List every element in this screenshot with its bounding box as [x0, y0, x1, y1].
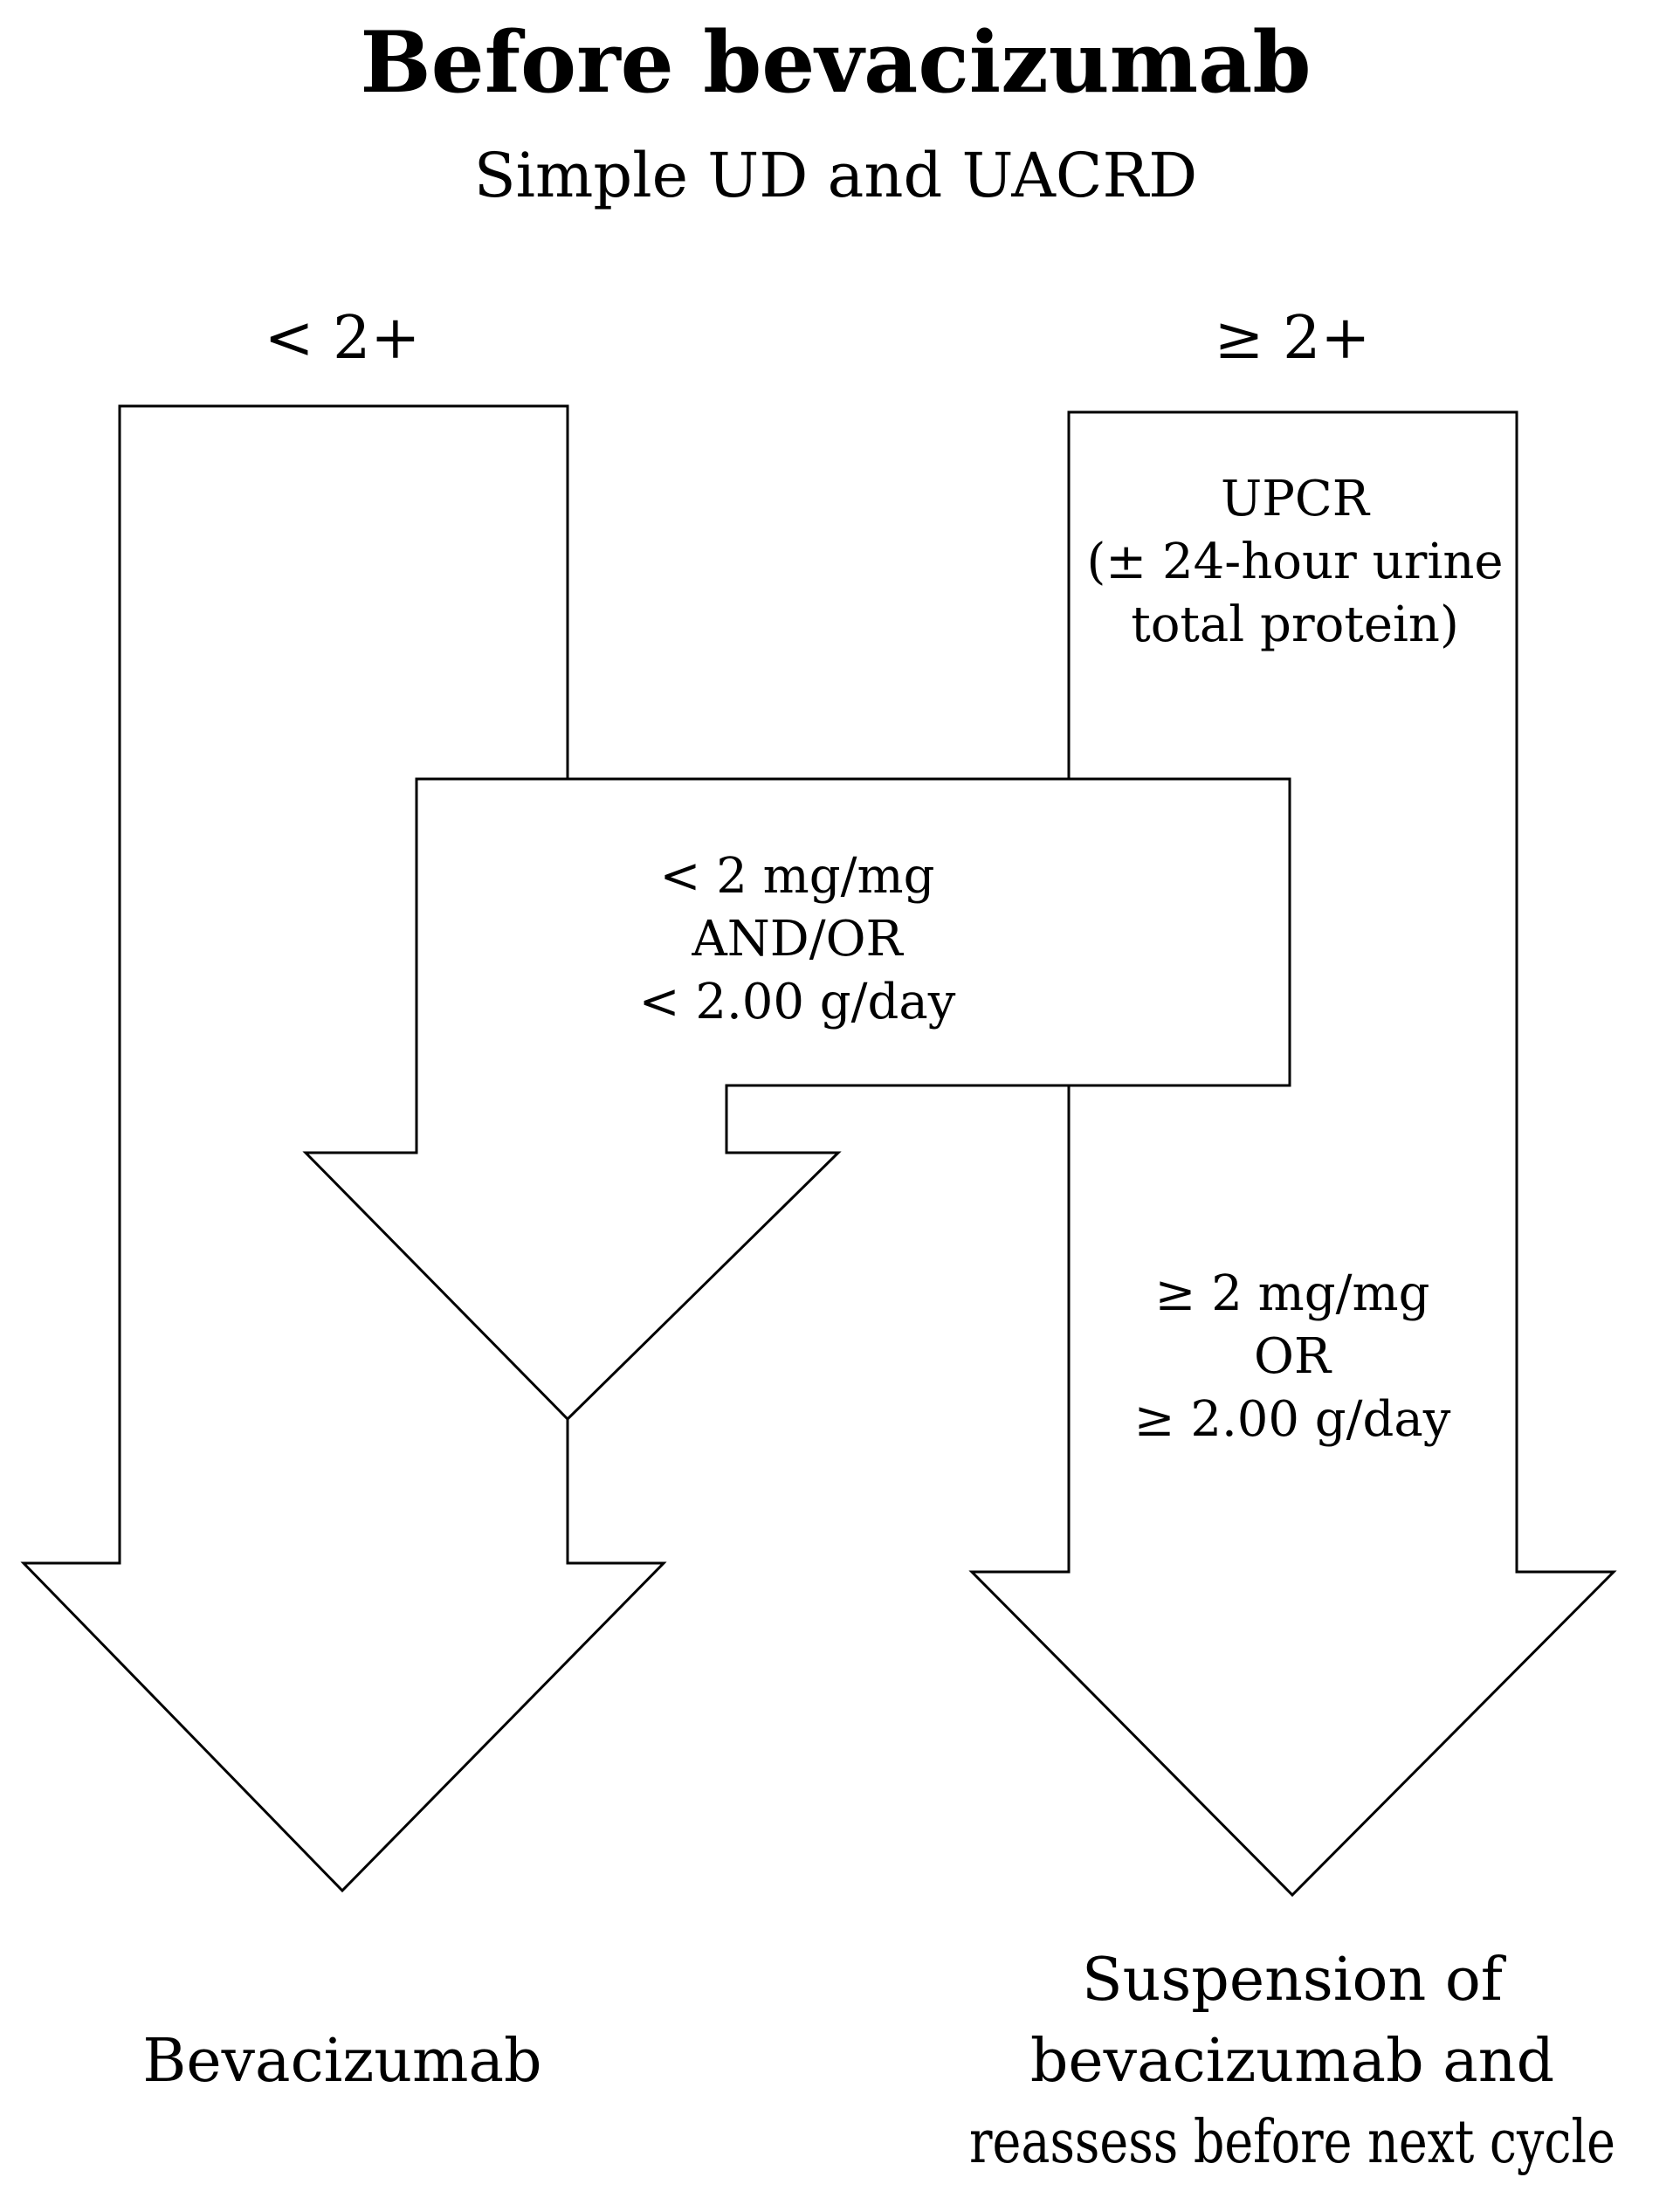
- low-criteria-text: < 2 mg/mg AND/OR < 2.00 g/day: [639, 848, 956, 1030]
- outcome-suspend: Suspension of bevacizumab and reassess b…: [969, 1946, 1615, 2177]
- upcr-line: UPCR: [1221, 471, 1371, 527]
- high-criteria-line: ≥ 2 mg/mg: [1155, 1265, 1430, 1322]
- high-criteria-text: ≥ 2 mg/mg OR ≥ 2.00 g/day: [1134, 1265, 1451, 1448]
- high-criteria-line: ≥ 2.00 g/day: [1134, 1391, 1451, 1448]
- upcr-line: total protein): [1131, 596, 1459, 653]
- outcome-suspend-line: Suspension of: [1082, 1946, 1507, 2015]
- page-title: Before bevacizumab: [361, 13, 1312, 112]
- low-criteria-line: AND/OR: [691, 911, 904, 968]
- upcr-text: UPCR (± 24-hour urine total protein): [1086, 471, 1503, 653]
- low-criteria-line: < 2.00 g/day: [639, 974, 956, 1030]
- page-subtitle: Simple UD and UACRD: [474, 140, 1198, 211]
- branch-label-low: < 2+: [265, 304, 421, 373]
- branch-label-high: ≥ 2+: [1215, 304, 1371, 373]
- low-criteria-line: < 2 mg/mg: [660, 848, 935, 905]
- outcome-suspend-line: reassess before next cycle: [969, 2108, 1615, 2177]
- middle-arrow: [302, 777, 1291, 1422]
- outcome-continue: Bevacizumab: [142, 2027, 541, 2096]
- upcr-line: (± 24-hour urine: [1086, 534, 1503, 590]
- outcome-suspend-line: bevacizumab and: [1030, 2027, 1554, 2096]
- left-arrow: [20, 404, 667, 1893]
- high-criteria-line: OR: [1254, 1328, 1332, 1385]
